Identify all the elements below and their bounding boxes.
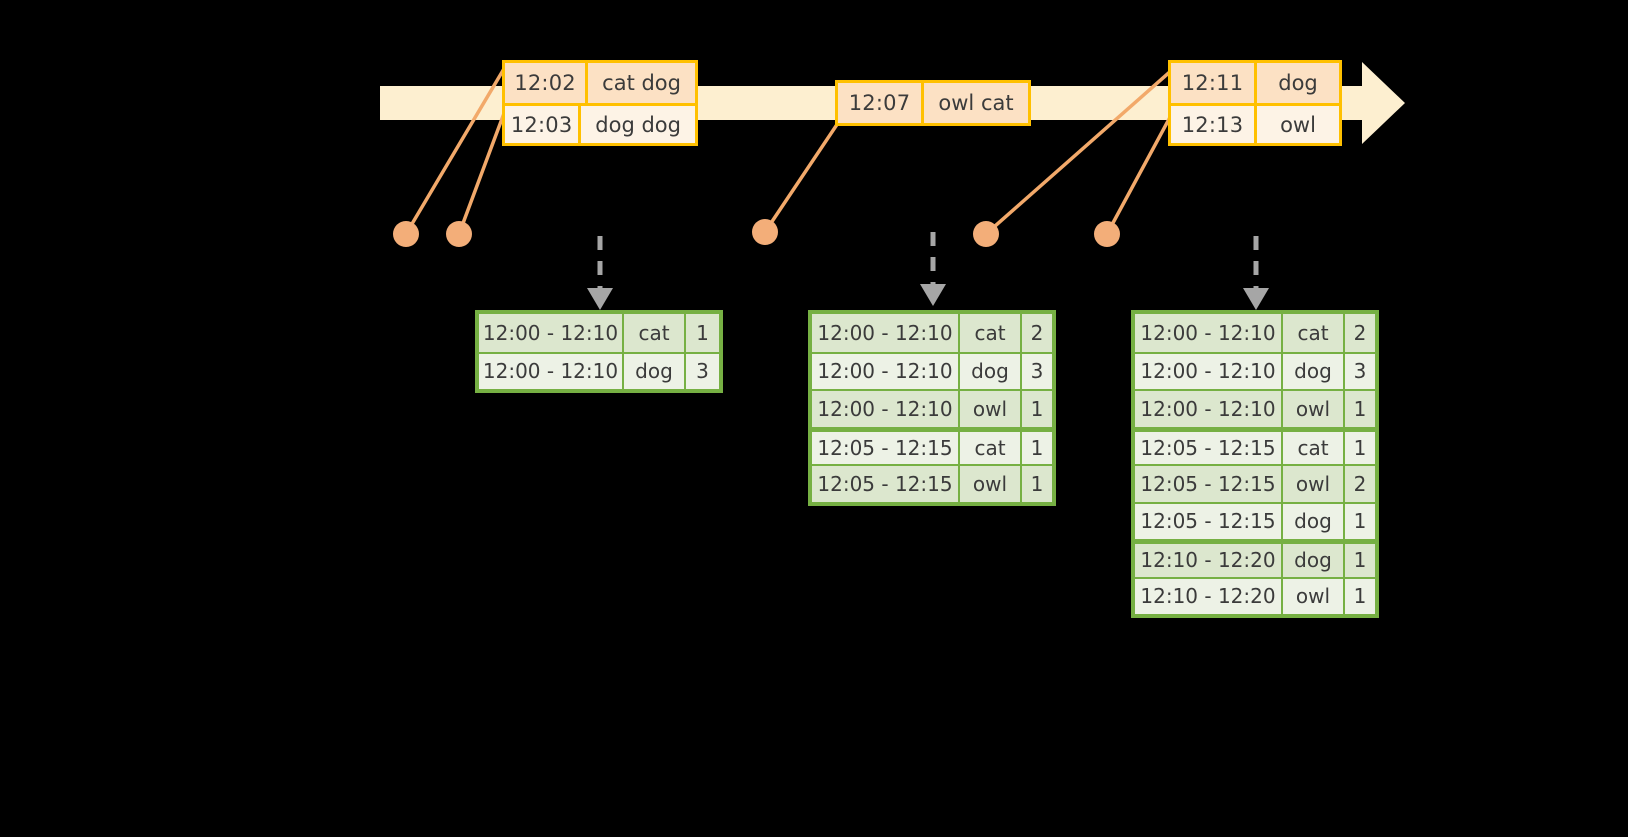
count-cell: 2 — [1030, 320, 1044, 345]
word-cell: dog — [960, 353, 1022, 389]
count-cell: 1 — [1353, 509, 1367, 534]
event-row: 12:02 cat dog — [505, 63, 695, 103]
event-timestamp: 12:13 — [1171, 106, 1257, 143]
event-timestamp: 12:02 — [505, 63, 589, 103]
connector-1213 — [1105, 106, 1177, 236]
event-box-1[interactable]: 12:02 cat dog 12:03 dog dog — [502, 60, 698, 146]
connector-1207 — [763, 118, 842, 234]
event-dot-1202 — [393, 221, 419, 247]
event-row: 12:11 dog — [1171, 63, 1339, 103]
connector-1202 — [404, 60, 510, 236]
count-cell: 1 — [1353, 548, 1367, 573]
count-cell: 3 — [1353, 359, 1367, 384]
event-row: 12:03 dog dog — [505, 103, 695, 143]
word-cell: dog — [1283, 503, 1345, 539]
word-cell: owl — [960, 391, 1022, 427]
window-cell: 12:00 - 12:10 — [812, 353, 960, 389]
window-cell: 12:10 - 12:20 — [1135, 578, 1283, 614]
event-row: 12:07 owl cat — [838, 83, 1028, 123]
count-cell: 3 — [696, 359, 709, 384]
window-cell: 12:00 - 12:10 — [479, 314, 624, 352]
emit-arrows — [597, 232, 1259, 292]
count-cell: 3 — [1030, 359, 1044, 384]
window-cell: 12:00 - 12:10 — [812, 391, 960, 427]
word-cell: dog — [1283, 353, 1345, 389]
count-cell: 1 — [1030, 396, 1044, 421]
word-cell: cat — [624, 314, 686, 352]
event-timestamp: 12:11 — [1171, 63, 1257, 103]
count-cell: 2 — [1353, 320, 1367, 345]
window-cell: 12:05 - 12:15 — [812, 431, 960, 464]
emit-arrowhead-3 — [1243, 288, 1269, 310]
event-box-2[interactable]: 12:07 owl cat — [835, 80, 1031, 126]
event-dot-1213 — [1094, 221, 1120, 247]
count-cell: 2 — [1353, 471, 1367, 496]
count-cell: 1 — [1353, 584, 1367, 609]
count-cell: 1 — [1353, 435, 1367, 460]
word-cell: cat — [1283, 314, 1345, 352]
word-cell: dog — [624, 353, 686, 389]
event-words: dog — [1278, 71, 1318, 95]
window-cell: 12:00 - 12:10 — [479, 353, 624, 389]
count-cell: 1 — [696, 320, 709, 345]
event-words: owl cat — [938, 91, 1014, 115]
event-timestamp: 12:03 — [505, 106, 582, 143]
emit-arrowhead-2 — [920, 284, 946, 306]
event-row: 12:13 owl — [1171, 103, 1339, 143]
count-cell: 1 — [1030, 435, 1044, 460]
event-words: cat dog — [602, 71, 681, 95]
window-cell: 12:05 - 12:15 — [1135, 466, 1283, 502]
event-dots — [393, 219, 1120, 247]
word-cell: dog — [1283, 544, 1345, 577]
window-cell: 12:05 - 12:15 — [812, 466, 960, 502]
emit-arrow-heads — [587, 284, 1269, 310]
event-dot-1207 — [752, 219, 778, 245]
event-dot-1211 — [973, 221, 999, 247]
window-cell: 12:10 - 12:20 — [1135, 544, 1283, 577]
word-cell: cat — [960, 314, 1022, 352]
word-cell: cat — [1283, 431, 1345, 464]
window-cell: 12:00 - 12:10 — [1135, 314, 1283, 352]
word-cell: owl — [1283, 578, 1345, 614]
event-words: dog dog — [595, 112, 681, 137]
emit-arrowhead-1 — [587, 288, 613, 310]
event-box-3[interactable]: 12:11 dog 12:13 owl — [1168, 60, 1342, 146]
event-dot-1203 — [446, 221, 472, 247]
connector-1203 — [457, 106, 508, 236]
window-cell: 12:00 - 12:10 — [1135, 391, 1283, 427]
count-cell: 1 — [1030, 471, 1044, 496]
window-cell: 12:00 - 12:10 — [1135, 353, 1283, 389]
event-words: owl — [1280, 112, 1316, 137]
word-cell: owl — [1283, 391, 1345, 427]
word-cell: cat — [960, 431, 1022, 464]
window-cell: 12:00 - 12:10 — [812, 314, 960, 352]
count-cell: 1 — [1353, 396, 1367, 421]
window-cell: 12:05 - 12:15 — [1135, 431, 1283, 464]
window-cell: 12:05 - 12:15 — [1135, 503, 1283, 539]
event-timestamp: 12:07 — [838, 83, 924, 123]
word-cell: owl — [1283, 466, 1345, 502]
word-cell: owl — [960, 466, 1022, 502]
